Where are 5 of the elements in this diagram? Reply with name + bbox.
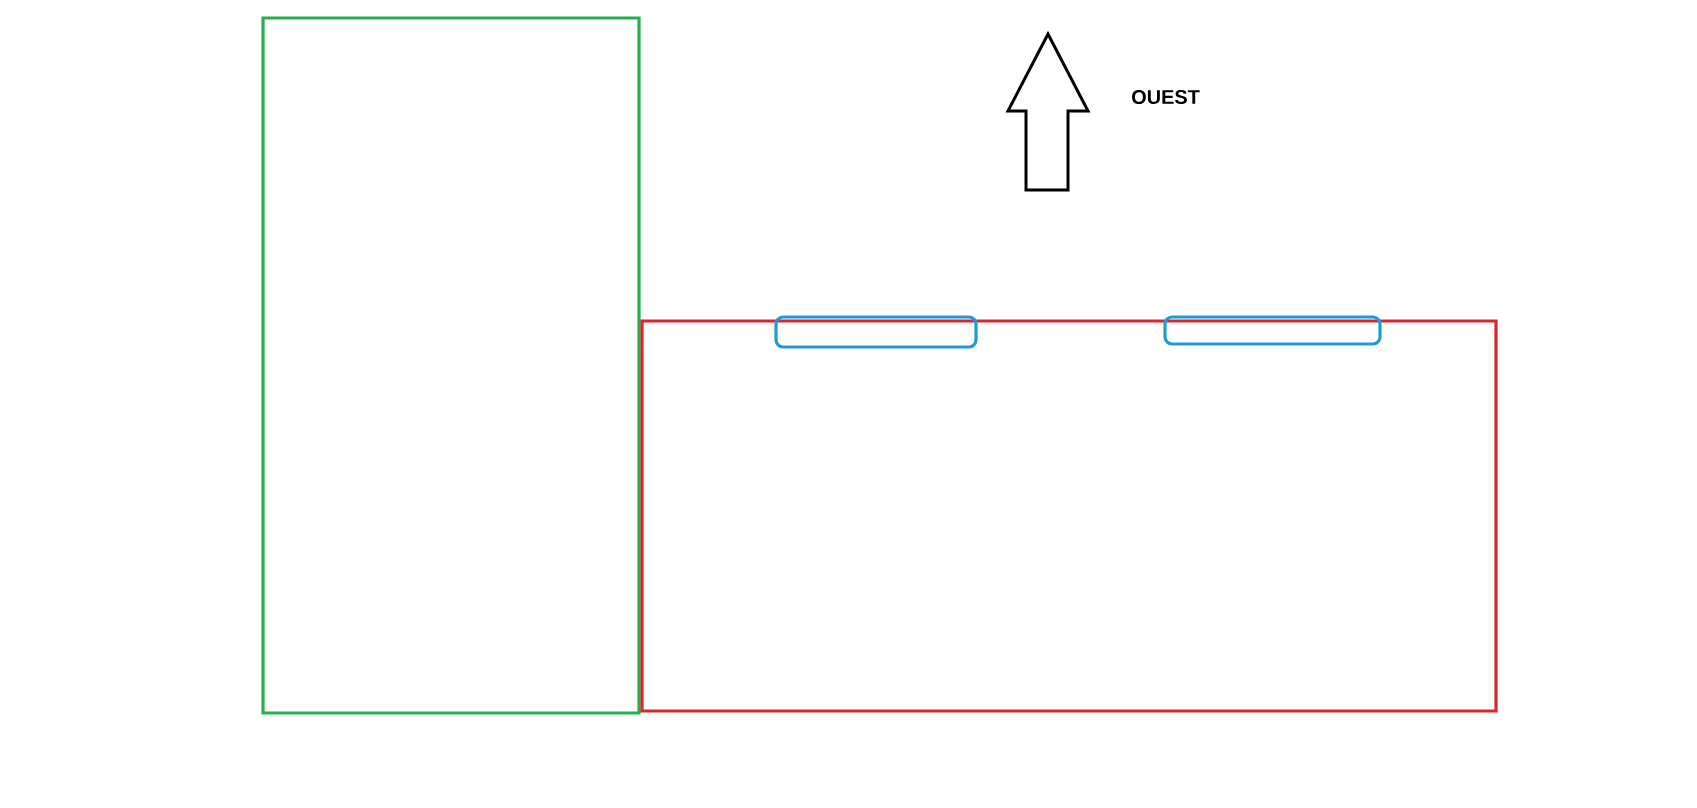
rectangle-box xyxy=(261,16,641,715)
rectangle-box xyxy=(640,319,1498,713)
rounded-bar xyxy=(774,315,978,349)
compass-label: OUEST xyxy=(1132,89,1200,105)
rounded-bar xyxy=(1163,315,1382,346)
